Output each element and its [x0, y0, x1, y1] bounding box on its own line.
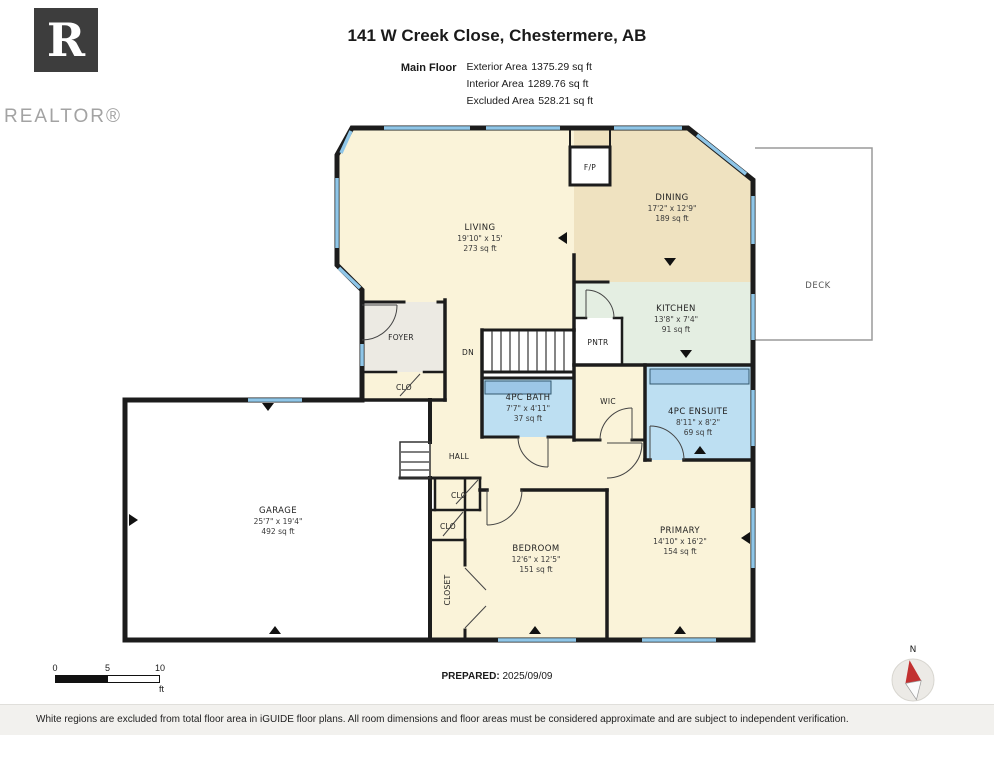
hall-closet2-label: CLO	[440, 522, 456, 531]
hall-label: HALL	[449, 452, 470, 461]
realtor-logo: R	[34, 8, 98, 72]
dimension-arrows	[129, 232, 750, 634]
compass: N	[891, 645, 935, 702]
living-area: 273 sq ft	[463, 244, 496, 253]
excluded-area-label: Excluded Area	[466, 95, 535, 107]
garage-area	[125, 400, 430, 640]
stairs-dn-label: DN	[462, 348, 474, 357]
window	[337, 266, 362, 290]
garage-dims: 25'7" x 19'4"	[254, 517, 303, 526]
ensuite-dims: 8'11" x 8'2"	[676, 418, 720, 427]
pantry-label: PNTR	[587, 338, 608, 347]
kitchen-dims: 13'8" x 7'4"	[654, 315, 698, 324]
scale-bar: 0 5 10 ft	[52, 663, 165, 695]
hall-sliver	[430, 400, 445, 440]
bath-label: 4PC BATH	[506, 393, 551, 403]
wic-label: WIC	[600, 397, 616, 406]
room-fills	[125, 128, 753, 640]
window	[695, 133, 748, 176]
hall-closet2-area	[430, 510, 465, 540]
prepared-label: PREPARED:	[441, 671, 500, 682]
primary-area	[607, 460, 753, 640]
fixtures	[484, 368, 750, 395]
prepared-date: 2025/09/09	[502, 671, 553, 682]
garage-steps	[399, 441, 431, 479]
compass-needle-south	[904, 680, 922, 701]
hall-closet1-label: CLO	[451, 491, 467, 500]
bath-area: 37 sq ft	[514, 414, 542, 423]
garage-area: 492 sq ft	[261, 527, 294, 536]
scale-bar-graphic	[55, 675, 160, 683]
living-room-area	[337, 128, 574, 437]
prepared-line: PREPARED: 2025/09/09	[0, 671, 994, 682]
doors	[361, 289, 685, 629]
windows	[248, 126, 755, 642]
scale-numbers: 0 5 10	[52, 663, 165, 674]
primary-dims: 14'10" x 16'2"	[653, 537, 707, 546]
interior-area-label: Interior Area	[466, 78, 524, 90]
deck-outline	[755, 147, 873, 341]
compass-north-label: N	[910, 645, 917, 655]
interior-area-value: 1289.76 sq ft	[527, 78, 589, 90]
scale-five: 5	[104, 663, 111, 673]
kitchen-label: KITCHEN	[656, 304, 696, 314]
excluded-area-value: 528.21 sq ft	[538, 95, 594, 107]
primary-strip-area	[574, 440, 645, 460]
bedroom-area	[465, 490, 607, 640]
floor-label: Main Floor	[400, 62, 457, 74]
realtor-logo-letter: R	[46, 13, 86, 67]
bedroom-dims: 12'6" x 12'5"	[512, 555, 561, 564]
scale-segment-empty	[107, 676, 159, 682]
ensuite-label: 4PC ENSUITE	[668, 407, 728, 417]
pantry-area	[574, 318, 622, 365]
dining-label: DINING	[655, 193, 688, 203]
kitchen-area: 91 sq ft	[662, 325, 690, 334]
compass-needle-north	[905, 660, 922, 684]
page-title: 141 W Creek Close, Chestermere, AB	[347, 26, 647, 45]
bedroom-area: 151 sq ft	[519, 565, 552, 574]
fireplace-label: F/P	[584, 163, 596, 172]
primary-area: 154 sq ft	[663, 547, 696, 556]
wic-area	[574, 365, 645, 440]
ensuite-tub	[649, 368, 750, 385]
bath-tub	[484, 380, 552, 395]
bath-dims: 7'7" x 4'11"	[506, 404, 550, 413]
ensuite-area: 69 sq ft	[684, 428, 712, 437]
disclaimer-bar: White regions are excluded from total fl…	[0, 704, 994, 735]
living-label: LIVING	[465, 223, 496, 233]
window	[339, 130, 353, 154]
dining-dims: 17'2" x 12'9"	[648, 204, 697, 213]
foyer-closet-area	[362, 372, 445, 400]
deck-label: DECK	[805, 281, 830, 291]
scale-zero: 0	[52, 663, 58, 673]
exterior-area-label: Exterior Area	[466, 61, 528, 73]
realtor-logo-text: REALTOR®	[4, 106, 122, 127]
living-dims: 19'10" x 15'	[457, 234, 502, 243]
scale-ten: 10	[154, 663, 166, 673]
bedroom-label: BEDROOM	[512, 544, 559, 554]
bedroom-closet-label: CLOSET	[443, 574, 452, 605]
room-labels: LIVING 19'10" x 15' 273 sq ft DINING 17'…	[254, 163, 831, 605]
scale-segment-filled	[56, 676, 108, 682]
bedroom-closet-area	[430, 540, 465, 640]
primary-label: PRIMARY	[660, 526, 700, 536]
foyer-closet-label: CLO	[396, 383, 412, 392]
scale-unit: ft	[158, 684, 164, 694]
dining-area: 189 sq ft	[655, 214, 688, 223]
dining-room-area	[574, 128, 753, 282]
foyer-label: FOYER	[388, 333, 414, 342]
stairs	[491, 331, 565, 371]
garage-label: GARAGE	[259, 506, 297, 516]
exterior-area-value: 1375.29 sq ft	[531, 61, 592, 73]
